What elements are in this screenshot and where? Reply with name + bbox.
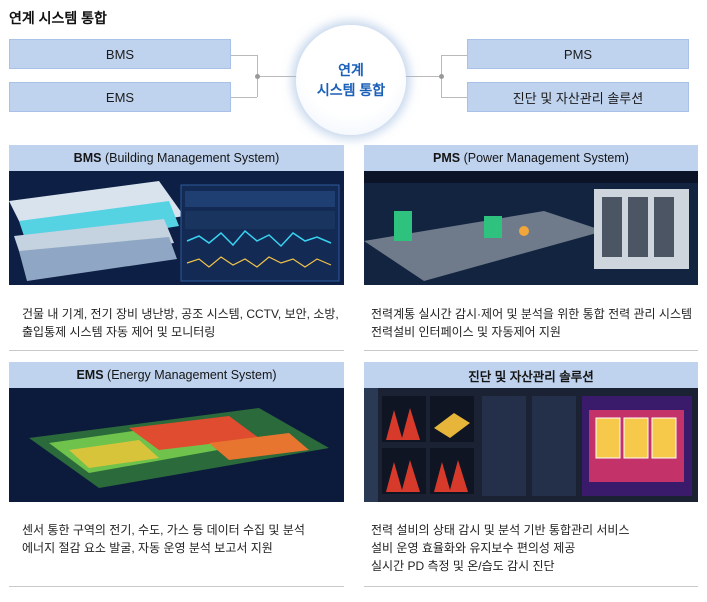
pms-box: PMS [467, 39, 689, 69]
integration-hub: 연계 시스템 통합 [296, 25, 406, 135]
asset-description: 전력 설비의 상태 감시 및 분석 기반 통합관리 서비스 설비 운영 효율화와… [371, 521, 701, 575]
bms-card-fullname: (Building Management System) [104, 151, 280, 165]
bms-screenshot [9, 171, 344, 285]
connector-left-ems [231, 97, 257, 98]
hub-line-1: 연계 [338, 62, 364, 78]
ems-card-fullname: (Energy Management System) [107, 368, 277, 382]
connector-right-hub [405, 76, 441, 77]
pms-description: 전력계통 실시간 감시·제어 및 분석을 위한 통합 전력 관리 시스템 전력설… [371, 305, 701, 341]
ems-desc-line: 센서 통한 구역의 전기, 수도, 가스 등 데이터 수집 및 분석 [22, 523, 305, 537]
ems-box: EMS [9, 82, 231, 112]
ems-card-header: EMS (Energy Management System) [9, 362, 344, 388]
bms-desc-line: 건물 내 기계, 전기 장비 냉난방, 공조 시스템, CCTV, 보안, 소방… [22, 307, 339, 321]
asset-desc-line: 실시간 PD 측정 및 온/습도 감시 진단 [371, 559, 555, 573]
ems-card-divider [9, 586, 344, 587]
connector-right-dot [439, 74, 444, 79]
connector-left-dot [255, 74, 260, 79]
bms-desc-line: 출입통제 시스템 자동 제어 및 모니터링 [22, 325, 216, 339]
asset-desc-line: 설비 운영 효율화와 유지보수 편의성 제공 [371, 541, 576, 555]
ems-screenshot [9, 388, 344, 502]
bms-card-divider [9, 350, 344, 351]
ems-card-abbr: EMS [76, 368, 104, 382]
page-title: 연계 시스템 통합 [9, 10, 107, 26]
pms-card-divider [364, 350, 698, 351]
ems-description: 센서 통한 구역의 전기, 수도, 가스 등 데이터 수집 및 분석 에너지 절… [22, 521, 347, 557]
asset-card-title: 진단 및 자산관리 솔루션 [468, 369, 594, 384]
ems-desc-line: 에너지 절감 요소 발굴, 자동 운영 분석 보고서 지원 [22, 541, 273, 555]
pms-card-abbr: PMS [433, 151, 461, 165]
hub-line-2: 시스템 통합 [316, 82, 386, 98]
connector-right-asset [441, 97, 467, 98]
asset-card-divider [364, 586, 698, 587]
pms-card-fullname: (Power Management System) [463, 151, 629, 165]
pms-desc-line: 전력계통 실시간 감시·제어 및 분석을 위한 통합 전력 관리 시스템 [371, 307, 693, 321]
bms-card-header: BMS (Building Management System) [9, 145, 344, 171]
bms-description: 건물 내 기계, 전기 장비 냉난방, 공조 시스템, CCTV, 보안, 소방… [22, 305, 347, 341]
connector-left-bms [231, 55, 257, 56]
asset-desc-line: 전력 설비의 상태 감시 및 분석 기반 통합관리 서비스 [371, 523, 630, 537]
asset-card-header: 진단 및 자산관리 솔루션 [364, 362, 698, 388]
pms-desc-line: 전력설비 인터페이스 및 자동제어 지원 [371, 325, 561, 339]
pms-screenshot [364, 171, 698, 285]
asset-screenshot [364, 388, 698, 502]
bms-card-abbr: BMS [73, 151, 102, 165]
pms-card-header: PMS (Power Management System) [364, 145, 698, 171]
connector-right-pms [441, 55, 467, 56]
asset-solution-box: 진단 및 자산관리 솔루션 [467, 82, 689, 112]
connector-left-hub [257, 76, 297, 77]
bms-box: BMS [9, 39, 231, 69]
